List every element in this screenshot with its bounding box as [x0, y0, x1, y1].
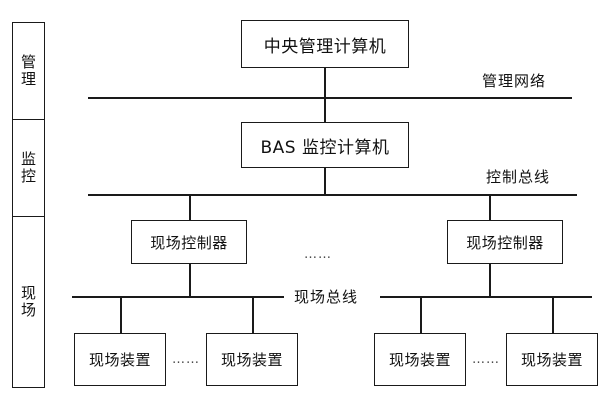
bus-control: [88, 194, 577, 196]
node-field-device-4-label: 现场装置: [520, 351, 583, 369]
node-central-management-computer[interactable]: 中央管理计算机: [241, 20, 409, 68]
node-central-management-computer-label: 中央管理计算机: [263, 36, 387, 57]
bus-field-right-segment: [380, 296, 592, 298]
link-field-bus-to-device-1: [120, 296, 122, 334]
node-field-device-3-label: 现场装置: [388, 351, 451, 369]
node-field-controller-left[interactable]: 现场控制器: [131, 220, 247, 264]
link-central-to-management-network: [324, 68, 326, 98]
ellipsis-between-controllers: ……: [304, 247, 332, 262]
link-field-bus-to-device-4: [552, 296, 554, 334]
layer-cell-monitoring: 监控: [12, 119, 45, 217]
node-bas-monitoring-computer[interactable]: BAS 监控计算机: [241, 122, 409, 168]
node-field-controller-right-label: 现场控制器: [466, 233, 544, 252]
node-field-device-1-label: 现场装置: [88, 351, 151, 369]
bus-label-control: 控制总线: [486, 168, 551, 186]
node-field-device-3[interactable]: 现场装置: [374, 333, 466, 386]
layer-label-field: 现场: [19, 285, 37, 319]
layer-cell-field: 现场: [12, 216, 45, 388]
node-field-device-1[interactable]: 现场装置: [74, 333, 166, 386]
node-field-controller-left-label: 现场控制器: [150, 233, 228, 252]
bus-label-field: 现场总线: [294, 288, 359, 306]
ellipsis-between-devices-right: ……: [472, 352, 500, 367]
link-control-bus-to-controller-left: [189, 194, 191, 221]
link-management-network-to-bas: [324, 97, 326, 123]
bus-management-network: [88, 97, 572, 99]
link-field-bus-to-device-2: [252, 296, 254, 334]
layer-label-management: 管理: [19, 54, 37, 88]
layer-label-monitoring: 监控: [19, 151, 37, 185]
link-control-bus-to-controller-right: [489, 194, 491, 221]
node-field-controller-right[interactable]: 现场控制器: [447, 220, 563, 264]
link-field-bus-to-device-3: [420, 296, 422, 334]
link-bas-to-control-bus: [324, 168, 326, 195]
node-bas-monitoring-computer-label: BAS 监控计算机: [260, 137, 390, 158]
node-field-device-2-label: 现场装置: [220, 351, 283, 369]
bus-label-management-network: 管理网络: [482, 72, 547, 90]
node-field-device-4[interactable]: 现场装置: [506, 333, 598, 386]
node-field-device-2[interactable]: 现场装置: [206, 333, 298, 386]
link-controller-left-to-field-bus: [189, 264, 191, 297]
layer-cell-management: 管理: [12, 22, 45, 120]
ellipsis-between-devices-left: ……: [172, 352, 200, 367]
bus-field-left-segment: [72, 296, 284, 298]
link-controller-right-to-field-bus: [489, 264, 491, 297]
